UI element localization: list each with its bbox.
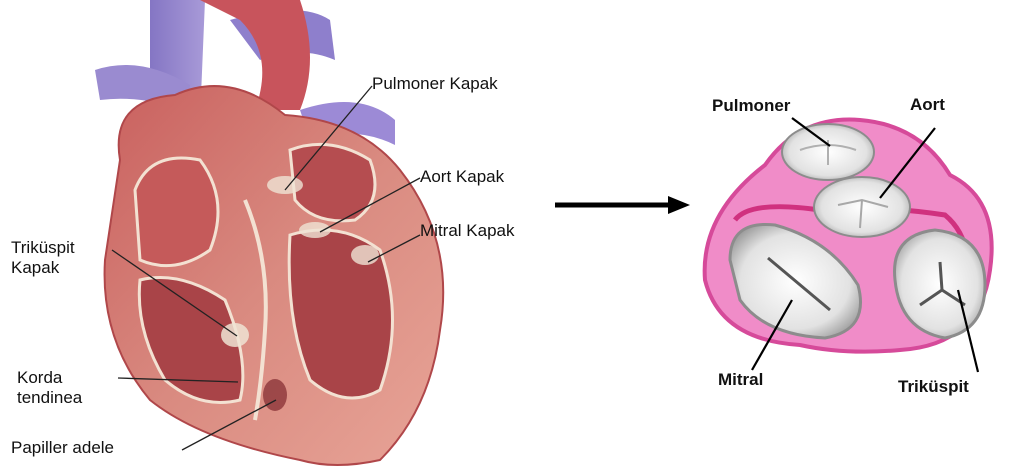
label-pulmonary: Pulmoner: [712, 96, 790, 116]
transition-arrow: [555, 196, 690, 214]
label-mitral-valve: Mitral Kapak: [420, 221, 514, 241]
label-pulmonary-valve: Pulmoner Kapak: [372, 74, 498, 94]
aortic-valve: [814, 177, 910, 237]
papillary-muscle-shape: [263, 379, 287, 411]
valve-plane-illustration: [705, 120, 992, 352]
label-tricuspid-line2: Kapak: [11, 258, 75, 278]
label-aortic: Aort: [910, 95, 945, 115]
label-aortic-valve: Aort Kapak: [420, 167, 504, 187]
right-atrium: [135, 158, 218, 266]
label-chordae-line2: tendinea: [17, 388, 82, 408]
heart-illustration: [95, 0, 443, 465]
label-papillary: Papiller adele: [11, 438, 114, 458]
label-tricuspid: Triküspit: [898, 377, 969, 397]
label-chordae: Korda tendinea: [17, 368, 82, 409]
pulmonary-valve-shape: [267, 176, 303, 194]
label-mitral: Mitral: [718, 370, 763, 390]
label-chordae-line1: Korda: [17, 368, 82, 388]
label-tricuspid-line1: Triküspit: [11, 238, 75, 258]
mitral-valve-shape: [351, 245, 379, 265]
pulmonary-valve: [782, 124, 874, 180]
label-tricuspid-valve: Triküspit Kapak: [11, 238, 75, 279]
aortic-valve-shape: [299, 222, 331, 238]
